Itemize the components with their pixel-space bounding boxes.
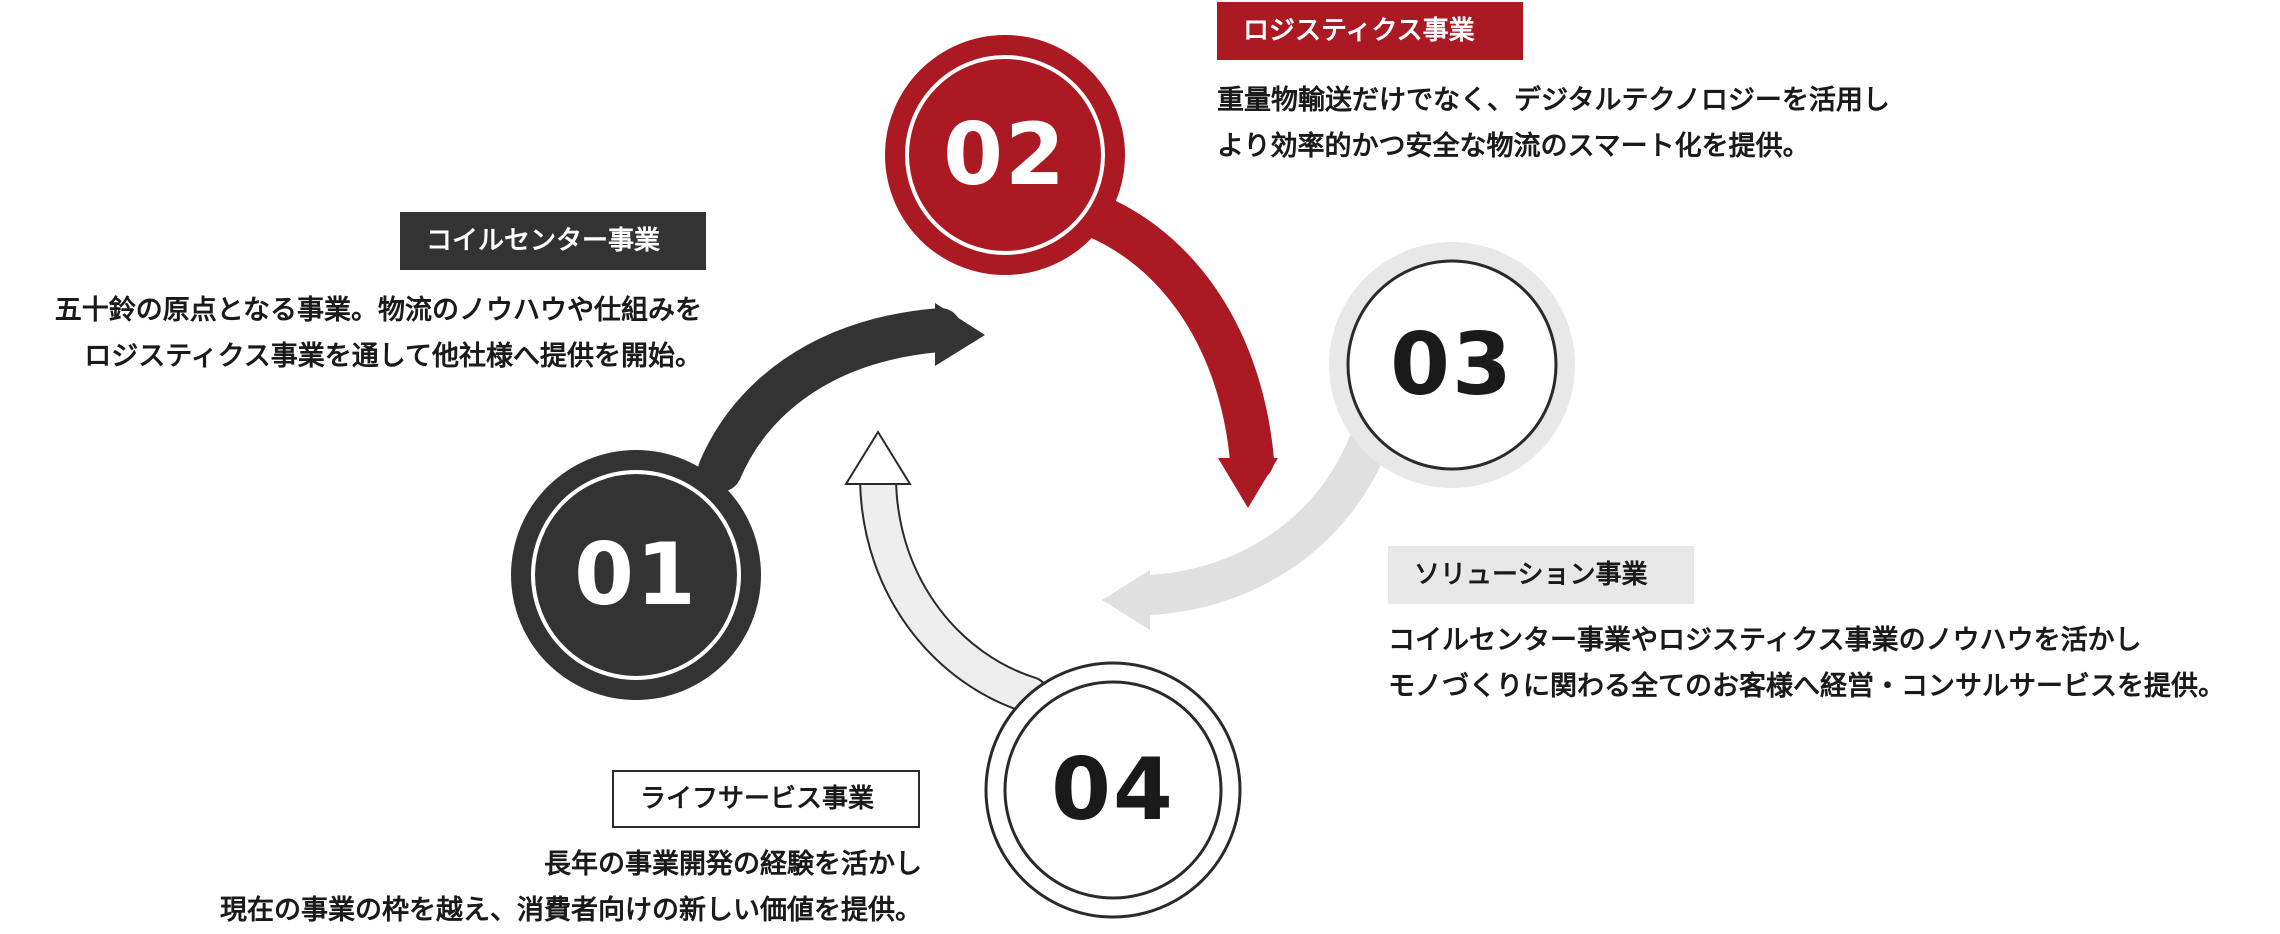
arrow-01-to-02 — [698, 303, 985, 492]
step-03-description-line: コイルセンター事業やロジスティクス事業のノウハウを活かし — [1388, 625, 2142, 656]
step-04-number: 04 — [1051, 740, 1175, 840]
step-01-description: 五十鈴の原点となる事業。物流のノウハウや仕組みを ロジスティクス事業を通して他社… — [55, 288, 702, 380]
step-01-circle: 01 — [511, 450, 761, 700]
step-03-number: 03 — [1390, 315, 1514, 415]
step-03-description: コイルセンター事業やロジスティクス事業のノウハウを活かし モノづくりに関わる全て… — [1388, 618, 2225, 710]
step-02-number: 02 — [943, 105, 1067, 205]
step-01-number: 01 — [574, 525, 698, 625]
step-04-description: 長年の事業開発の経験を活かし 現在の事業の枠を越え、消費者向けの新しい価値を提供… — [220, 842, 922, 934]
step-02-description-line: より効率的かつ安全な物流のスマート化を提供。 — [1217, 131, 1810, 162]
step-02-description-line: 重量物輸送だけでなく、デジタルテクノロジーを活用し — [1217, 85, 1890, 116]
step-04-description-line: 長年の事業開発の経験を活かし — [544, 849, 922, 880]
step-04-circle: 04 — [984, 661, 1242, 919]
step-01-label: コイルセンター事業 — [400, 212, 706, 270]
step-03-label: ソリューション事業 — [1388, 546, 1694, 604]
step-03-description-line: モノづくりに関わる全てのお客様へ経営・コンサルサービスを提供。 — [1388, 671, 2225, 702]
step-02-description: 重量物輸送だけでなく、デジタルテクノロジーを活用し より効率的かつ安全な物流のス… — [1217, 78, 1890, 170]
step-04-label: ライフサービス事業 — [612, 770, 920, 828]
step-01-description-line: 五十鈴の原点となる事業。物流のノウハウや仕組みを — [54, 295, 702, 326]
arrow-04-to-01 — [844, 430, 1049, 714]
step-02-circle: 02 — [885, 35, 1125, 275]
step-02-label: ロジスティクス事業 — [1217, 2, 1523, 60]
arrow-02-to-03 — [1058, 188, 1278, 508]
step-04-description-line: 現在の事業の枠を越え、消費者向けの新しい価値を提供。 — [220, 895, 922, 926]
step-03-circle: 03 — [1329, 242, 1575, 488]
arrow-03-to-04 — [1102, 420, 1390, 630]
step-01-description-line: ロジスティクス事業を通して他社様へ提供を開始。 — [84, 341, 702, 372]
